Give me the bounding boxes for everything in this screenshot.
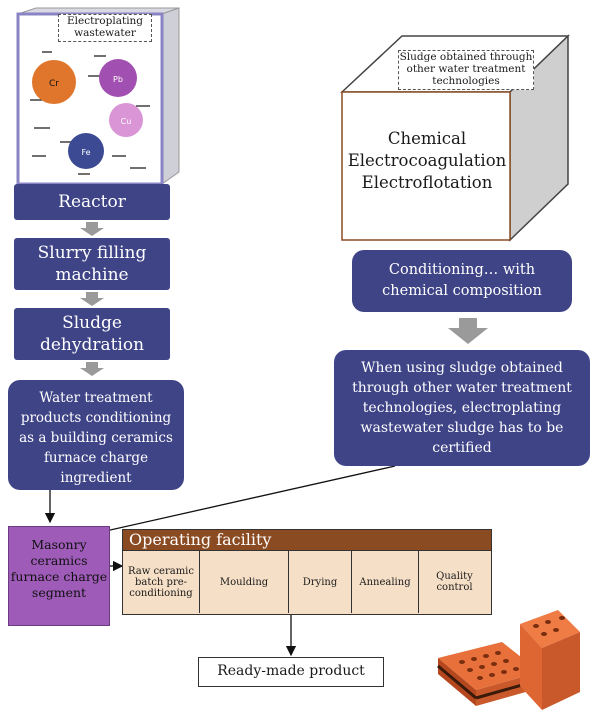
step-label: Annealing [359, 576, 411, 588]
certification-box: When using sludge obtained through other… [334, 350, 590, 466]
ion-fe [68, 133, 104, 169]
connector-line [86, 465, 396, 539]
ion-cu [109, 103, 143, 137]
sludge-dehydration-box: Sludge dehydration [14, 308, 170, 360]
method-electrocoagulation: Electrocoagulation [347, 151, 507, 170]
ion-pb [99, 59, 137, 97]
reactor-box: Reactor [14, 184, 170, 220]
ion-cr [32, 60, 76, 104]
cube-side-face [161, 7, 180, 185]
method-electroflotation: Electroflotation [361, 173, 493, 192]
step-label: Moulding [219, 576, 269, 588]
step-moulding: Moulding [200, 551, 289, 613]
step-drying: Drying [289, 551, 352, 613]
cube-methods: Chemical Electrocoagulation Electroflota… [344, 128, 510, 194]
ion-label: Pb [113, 75, 123, 84]
conditioning-box: Conditioning… with chemical composition [352, 250, 572, 312]
gray-arrow [80, 222, 104, 236]
operating-facility: Operating facility Raw ceramic batch pre… [122, 529, 492, 615]
method-chemical: Chemical [387, 129, 467, 148]
electroplating-cube: Cr Pb Cu Fe [16, 7, 180, 186]
bricks-illustration [437, 610, 580, 710]
ready-made-box: Ready-made product [198, 657, 384, 687]
slurry-box: Slurry filling machine [14, 238, 170, 290]
ion-label: Fe [81, 148, 90, 157]
gray-arrow [80, 362, 104, 376]
gray-arrow [448, 318, 488, 344]
gray-arrow [80, 292, 104, 306]
step-preconditioning: Raw ceramic batch pre-conditioning [123, 551, 200, 613]
step-annealing: Annealing [352, 551, 419, 613]
masonry-box: Masonry ceramics furnace charge segment [8, 526, 110, 626]
other-sludge-label: Sludge obtained through other water trea… [398, 50, 534, 90]
facility-title: Operating facility [123, 530, 491, 551]
step-label: Quality control [436, 571, 473, 593]
step-label: Raw ceramic batch pre-conditioning [127, 565, 194, 599]
electroplating-label: Electroplating wastewater [58, 14, 152, 42]
cube-front-face [341, 91, 511, 241]
ion-label: Cu [121, 117, 132, 126]
water-treatment-box: Water treatment products conditioning as… [8, 380, 184, 490]
step-quality-control: Quality control [419, 551, 490, 613]
facility-steps: Raw ceramic batch pre-conditioning Mould… [123, 551, 491, 613]
step-label: Drying [302, 576, 338, 588]
ion-label: Cr [49, 79, 59, 89]
